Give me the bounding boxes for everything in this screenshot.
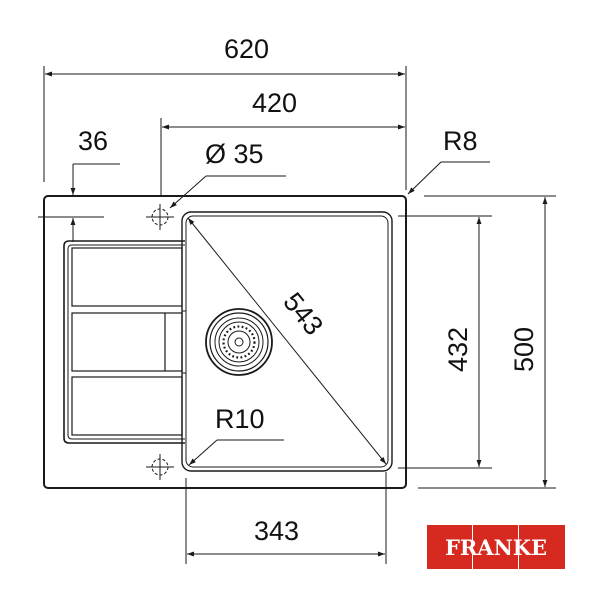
bowl: [181, 211, 393, 472]
dimension-label-r10: R10: [215, 404, 265, 434]
dimension-label-500: 500: [509, 327, 539, 372]
dimension-bowl-height: [398, 215, 492, 469]
drainer-rib-3: [71, 376, 183, 436]
logo-block-1: [427, 525, 472, 569]
outer-radius-leader: [407, 161, 490, 195]
sink-outer-outline: [43, 195, 407, 489]
logo-block-2: [473, 525, 518, 569]
drainer-rib-1: [71, 247, 183, 307]
dimension-label-r8: R8: [443, 126, 478, 156]
dimension-label-36: 36: [78, 126, 108, 156]
dimension-label-432: 432: [443, 327, 473, 372]
logo-block-3: [519, 525, 565, 569]
dimension-label-343: 343: [254, 516, 299, 546]
tap-hole-leader: [169, 175, 286, 209]
franke-logo: FRANKE: [427, 525, 565, 569]
dimension-label-620: 620: [224, 34, 269, 64]
dimension-drainer-offset: [38, 163, 120, 242]
tap-hole-bottom: [146, 454, 174, 480]
drainer: [63, 240, 187, 444]
dimension-label-420: 420: [252, 88, 297, 118]
logo-text: FRANKE: [444, 534, 548, 560]
dimension-label-tap-hole: Ø 35: [205, 139, 264, 169]
dimension-bowl-width: [185, 472, 387, 564]
dimension-bowl-offset-width: [160, 118, 405, 196]
dimension-overall-width: [43, 66, 407, 190]
dimension-bowl-diagonal: [187, 217, 387, 465]
tap-hole-top: [146, 204, 174, 230]
dimension-overall-height: [418, 195, 556, 489]
dimension-label-543: 543: [277, 287, 329, 341]
bowl-radius-leader: [188, 439, 284, 466]
drain-icon: [205, 308, 273, 376]
